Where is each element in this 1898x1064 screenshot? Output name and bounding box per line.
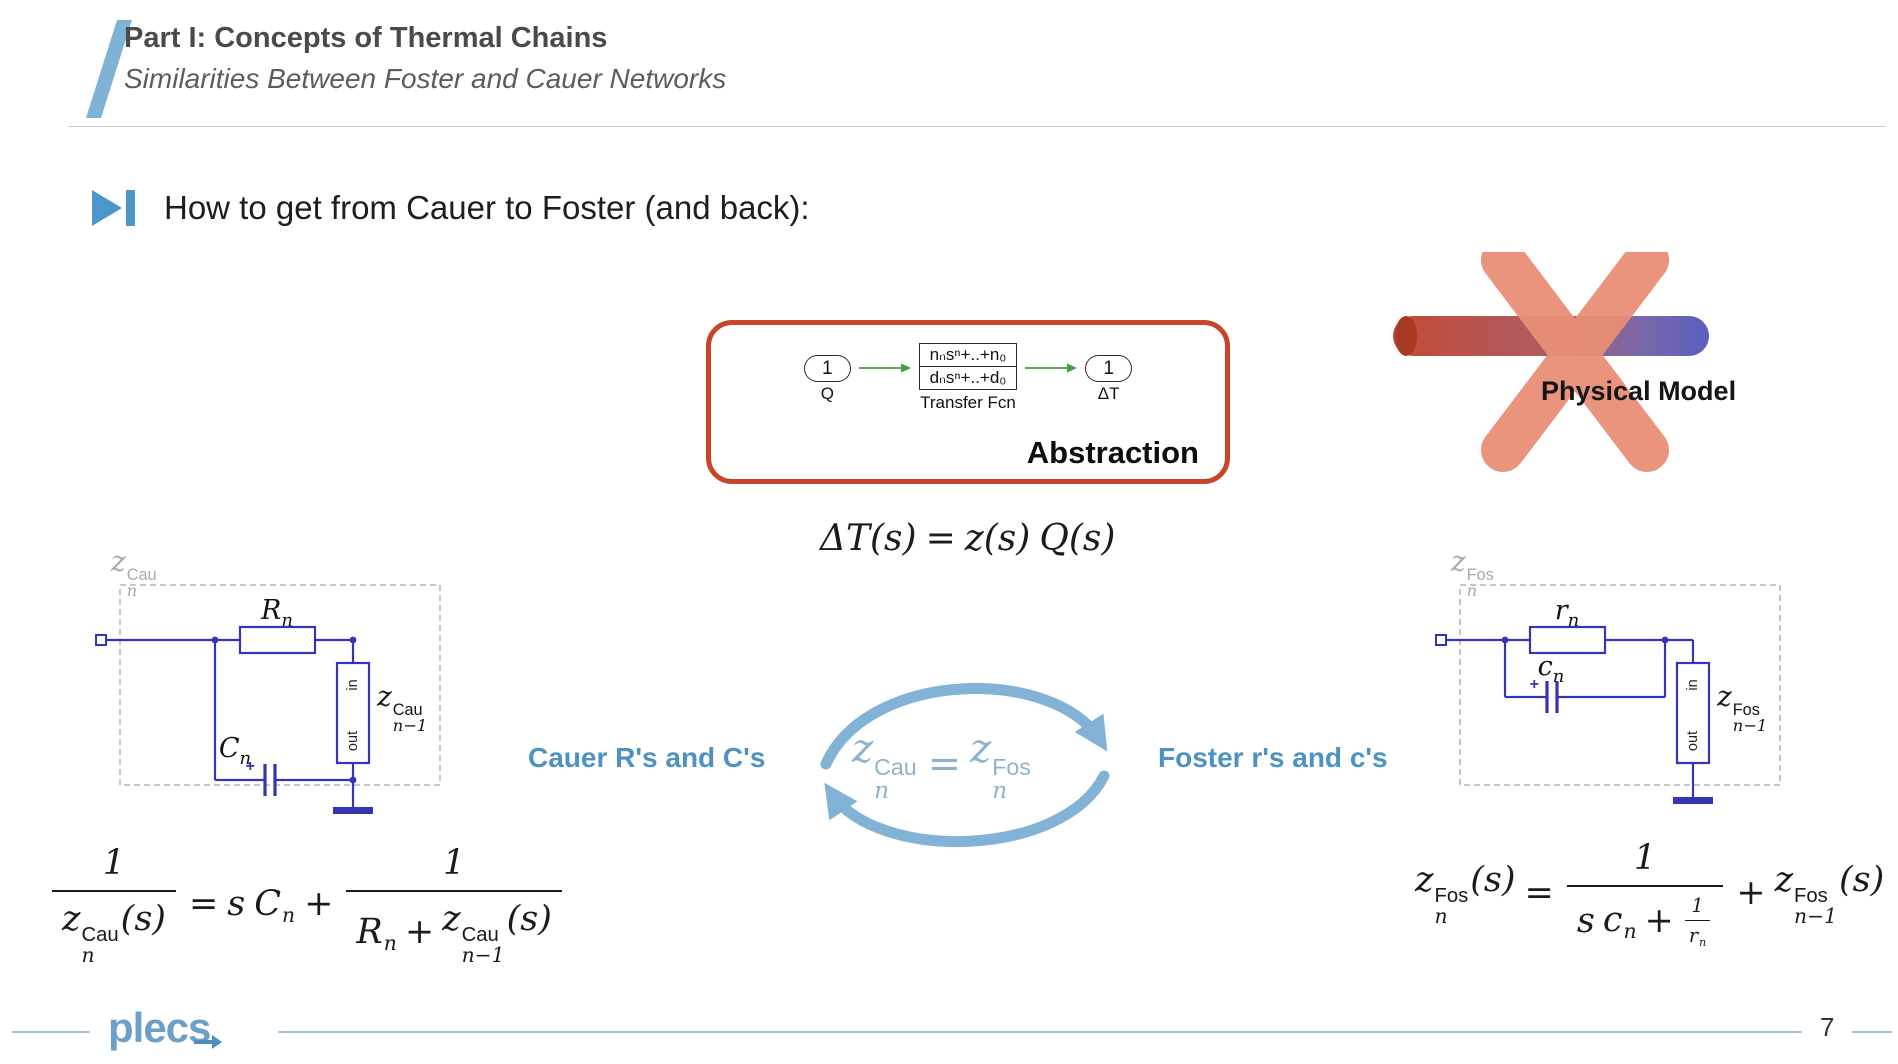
resistor-label: Rn bbox=[260, 595, 293, 631]
intro-row: How to get from Cauer to Foster (and bac… bbox=[92, 188, 810, 228]
x-mark-icon bbox=[1481, 238, 1669, 472]
plus-sign: + bbox=[304, 884, 334, 925]
equals-sign: = bbox=[1524, 873, 1554, 914]
impedance-boundary-box bbox=[1459, 584, 1781, 786]
resistor-label: rn bbox=[1555, 595, 1580, 631]
junction-dot bbox=[349, 636, 357, 644]
subnetwork-block bbox=[1675, 661, 1711, 765]
junction-dot bbox=[1661, 636, 1669, 644]
junction-dot bbox=[211, 636, 219, 644]
header: Part I: Concepts of Thermal Chains Simil… bbox=[124, 22, 726, 95]
plecs-logo-arrow-icon bbox=[194, 1035, 222, 1049]
footer-rule-right bbox=[1852, 1031, 1892, 1033]
cauer-circuit-graphic: + Rn Cn in out bbox=[95, 584, 441, 814]
resistor-symbol bbox=[238, 625, 317, 655]
plecs-logo: plecs bbox=[108, 1004, 222, 1052]
slide-subtitle: Similarities Between Foster and Cauer Ne… bbox=[124, 63, 727, 94]
input-port-name: Q bbox=[820, 384, 834, 403]
in-port-label: in bbox=[345, 679, 361, 690]
footer-rule-left bbox=[12, 1031, 90, 1033]
capacitor-symbol bbox=[263, 764, 277, 796]
transfer-fcn-diagram: 1 Q nₙsⁿ+..+n₀ dₙsⁿ+..+d₀ Transfer Fcn 1 bbox=[711, 325, 1225, 413]
slash-accent-icon bbox=[86, 20, 132, 118]
out-port-label: out bbox=[1685, 731, 1701, 751]
eq-deltaT-term: ΔT(s) bbox=[820, 518, 917, 559]
capacitor-plus-mark: + bbox=[246, 758, 255, 775]
input-terminal bbox=[1435, 634, 1447, 646]
rod-end-cap bbox=[1395, 316, 1417, 356]
slide-title: Part I: Concepts of Thermal Chains bbox=[124, 22, 608, 54]
conversion-cycle bbox=[798, 652, 1138, 872]
subnetwork-block bbox=[335, 661, 371, 765]
signal-arrow-icon bbox=[858, 363, 911, 373]
out-port-label: out bbox=[345, 731, 361, 751]
cycle-arrows-icon bbox=[820, 683, 1110, 848]
main-equation: ΔT(s) = z(s) Q(s) bbox=[820, 518, 1115, 559]
ground-icon bbox=[1673, 797, 1713, 804]
eq-z-term: z(s) bbox=[964, 518, 1031, 559]
header-divider bbox=[68, 126, 1886, 127]
physical-model-figure: Physical Model bbox=[1385, 238, 1737, 472]
junction-dot bbox=[349, 776, 357, 784]
cauer-side-label: Cauer R's and C's bbox=[528, 742, 766, 773]
cylinder-with-x-graphic bbox=[1393, 238, 1709, 472]
physical-model-label: Physical Model bbox=[1541, 376, 1737, 406]
signal-arrow-icon bbox=[1025, 363, 1078, 373]
impedance-boundary-box bbox=[119, 584, 441, 786]
equals-sign: = bbox=[188, 884, 219, 925]
capacitor-plus-mark: + bbox=[1530, 676, 1539, 693]
ground-icon bbox=[333, 807, 373, 814]
transfer-fcn-label: Transfer Fcn bbox=[920, 393, 1016, 412]
capacitor-label: cn bbox=[1538, 651, 1565, 687]
intro-text: How to get from Cauer to Foster (and bac… bbox=[164, 189, 810, 226]
transfer-fcn-numerator: nₙsⁿ+..+n₀ bbox=[929, 345, 1007, 364]
output-port-name: ΔT bbox=[1097, 384, 1120, 403]
in-port-label: in bbox=[1685, 679, 1701, 690]
footer-rule-center bbox=[278, 1031, 1802, 1033]
input-terminal bbox=[95, 634, 107, 646]
wires bbox=[1446, 638, 1695, 797]
abstraction-box: 1 Q nₙsⁿ+..+n₀ dₙsⁿ+..+d₀ Transfer Fcn 1 bbox=[706, 320, 1230, 484]
output-port-value: 1 bbox=[1085, 355, 1132, 382]
capacitor-symbol bbox=[1545, 681, 1559, 713]
plus-sign: + bbox=[1736, 873, 1766, 914]
eq-Q-term: Q(s) bbox=[1039, 518, 1116, 559]
wires bbox=[106, 638, 355, 807]
equals-sign: = bbox=[925, 518, 956, 559]
play-icon bbox=[92, 190, 135, 226]
resistor-symbol bbox=[1528, 625, 1607, 655]
capacitor-label: Cn bbox=[219, 733, 251, 769]
page-number: 7 bbox=[1820, 1012, 1835, 1042]
equals-sign: = bbox=[927, 741, 962, 788]
foster-circuit-graphic: + rn cn in out bbox=[1435, 584, 1781, 804]
junction-dot bbox=[1501, 636, 1509, 644]
foster-side-label: Foster r's and c's bbox=[1158, 742, 1388, 773]
abstraction-caption: Abstraction bbox=[1026, 435, 1199, 470]
input-port: 1 Q bbox=[804, 355, 851, 404]
input-port-value: 1 bbox=[804, 355, 851, 382]
transfer-fcn-denominator: dₙsⁿ+..+d₀ bbox=[919, 366, 1017, 389]
transfer-fcn-block: nₙsⁿ+..+n₀ dₙsⁿ+..+d₀ Transfer Fcn bbox=[918, 343, 1018, 413]
output-port: 1 ΔT bbox=[1085, 355, 1132, 404]
